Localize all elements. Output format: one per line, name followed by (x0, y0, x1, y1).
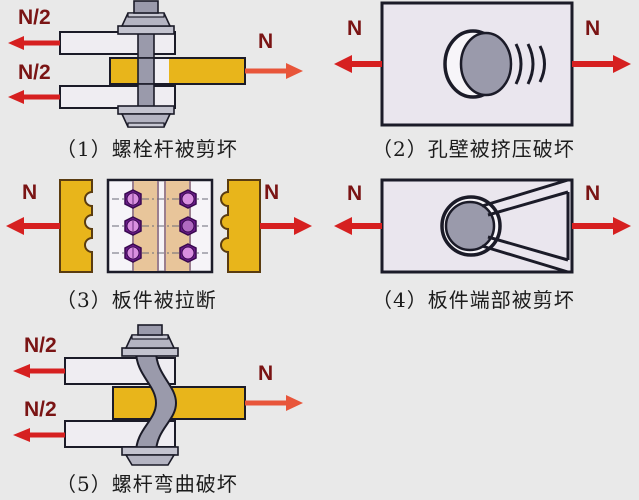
right-force-arrow (572, 217, 631, 235)
compression-arc-3 (538, 45, 546, 83)
left-force-label: N (347, 17, 362, 40)
left-yellow-plate (59, 179, 93, 273)
left-force-arrow (334, 55, 382, 73)
shear-line-bottom (481, 244, 569, 274)
figure-4-caption: （4）板件端部被剪坏 (372, 288, 575, 312)
left-top-force-arrow (8, 36, 60, 50)
figure-1-caption: （1）螺栓杆被剪坏 (56, 137, 238, 161)
bolt-r2c2 (179, 216, 197, 236)
compression-arc-2 (526, 43, 535, 85)
bottom-nut-chamfer (127, 122, 165, 128)
top-washer (121, 347, 179, 357)
left-force-arrow (334, 217, 382, 235)
main-plate (109, 57, 246, 85)
right-force-arrow (245, 63, 303, 79)
shear-gap (153, 59, 169, 83)
bottom-cover-plate (59, 85, 176, 109)
right-force-arrow (245, 395, 303, 411)
figure-1-bolt-shear: N/2 N/2 N (0, 0, 320, 130)
bolt-r1c1 (124, 189, 142, 209)
figure-3-graphic: N N (6, 178, 312, 274)
main-plate (112, 386, 246, 420)
right-yellow-plate (220, 179, 261, 273)
right-force-label: N (585, 17, 600, 40)
bolt-r3c2 (179, 243, 197, 263)
bolt-shank-upper (137, 31, 155, 59)
figure-5-graphic: N/2 N/2 N (13, 324, 303, 466)
figure-5-caption: （5）螺杆弯曲破坏 (56, 472, 238, 496)
bolt-cross-section (444, 200, 496, 252)
bolt-r1c2 (179, 189, 197, 209)
left-bottom-force-arrow (13, 428, 65, 442)
figure-3-caption: （3）板件被拉断 (56, 288, 217, 312)
left-top-force-label: N/2 (24, 334, 57, 357)
top-washer (117, 25, 175, 35)
bottom-nut (124, 454, 176, 466)
compression-arc-1 (514, 43, 523, 85)
bolt-shank-middle (137, 57, 155, 85)
left-bottom-force-label: N/2 (24, 398, 57, 421)
figure-4-end-shear: N N (330, 172, 639, 282)
top-cover-plate (59, 31, 176, 55)
right-force-label: N (258, 362, 273, 385)
shear-line-top-inner (487, 190, 569, 217)
figure-3-plate-tension: N N (0, 172, 320, 282)
figure-4-graphic: N N (334, 178, 631, 274)
right-force-label: N (264, 181, 279, 204)
bolt-r3c1 (124, 243, 142, 263)
figure-5-bolt-bending: N/2 N/2 N (0, 324, 320, 466)
figure-2-graphic: N N (334, 1, 631, 127)
right-force-arrow (572, 55, 631, 73)
left-force-label: N (347, 182, 362, 205)
right-force-label: N (585, 182, 600, 205)
left-force-arrow (6, 217, 60, 235)
right-force-label: N (258, 30, 273, 53)
left-force-label: N (22, 181, 37, 204)
left-top-force-label: N/2 (18, 6, 51, 29)
left-bottom-force-arrow (8, 90, 60, 104)
shear-line-top (481, 178, 569, 208)
bottom-washer (121, 446, 179, 456)
bottom-washer (117, 105, 175, 115)
bolt-thread-stub-top (137, 324, 163, 336)
right-force-arrow (260, 217, 312, 235)
figure-2-hole-bearing: N N (330, 0, 639, 130)
figure-1-graphic: N/2 N/2 N (8, 0, 303, 128)
bolt-r2c1 (124, 216, 142, 236)
left-bottom-force-label: N/2 (18, 61, 51, 84)
left-top-force-arrow (13, 364, 65, 378)
bolt-thread-stub-top (133, 0, 159, 14)
shear-line-bottom-inner (487, 235, 569, 262)
bolt-group (124, 189, 197, 263)
bolt-cross-section (459, 31, 513, 97)
figure-2-caption: （2）孔壁被挤压破坏 (372, 137, 575, 161)
